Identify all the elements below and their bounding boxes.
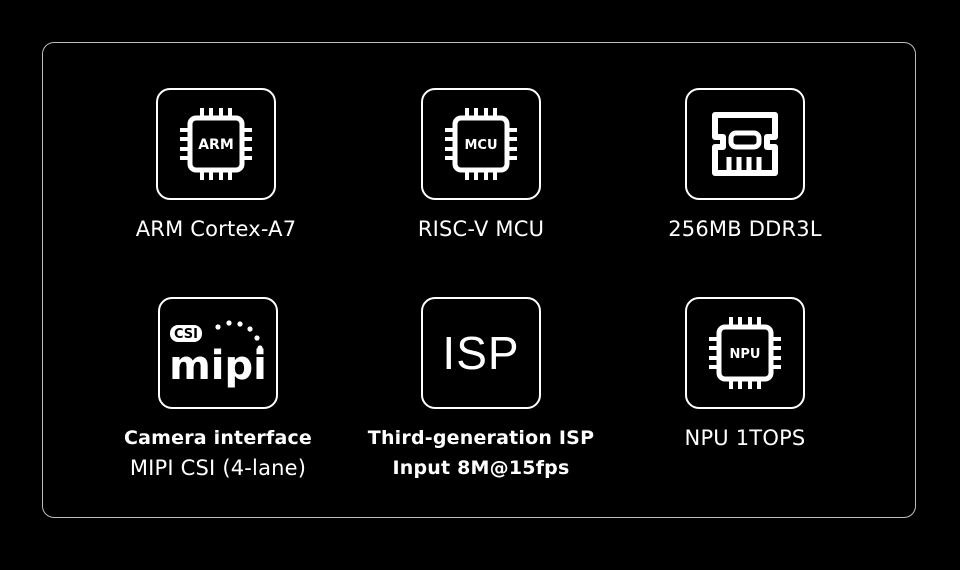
feature-isp: ISP Third-generation ISP Input 8M@15fps (351, 297, 611, 483)
chip-label: MCU (464, 138, 497, 153)
feature-caption: 256MB DDR3L (615, 214, 875, 244)
feature-caption: Third-generation ISP Input 8M@15fps (351, 423, 611, 483)
feature-arm: ARM ARM Cortex-A7 (86, 88, 346, 244)
feature-caption: NPU 1TOPS (615, 423, 875, 453)
feature-mipi: CSI mipi Camera interface MIPI CSI (4-la… (88, 297, 348, 483)
mipi-tile: CSI mipi (158, 297, 278, 409)
chip-label: NPU (730, 347, 761, 362)
ddr-tile (685, 88, 805, 200)
features-panel (42, 42, 916, 518)
caption-line: RISC-V MCU (417, 217, 545, 241)
mipi-logo-icon: CSI mipi (169, 320, 267, 389)
isp-icon: ISP (442, 327, 520, 379)
caption-line-bold: Third-generation ISP (367, 427, 595, 449)
feature-caption: ARM Cortex-A7 (86, 214, 346, 244)
mipi-wordmark: mipi (169, 343, 267, 389)
feature-caption: Camera interface MIPI CSI (4-lane) (88, 423, 348, 483)
caption-line: NPU 1TOPS (684, 426, 806, 450)
caption-line-bold: Camera interface (123, 427, 313, 449)
mcu-chip-icon: MCU (445, 108, 517, 180)
feature-mcu: MCU RISC-V MCU (351, 88, 611, 244)
npu-chip-icon: NPU (709, 317, 781, 389)
caption-line: MIPI CSI (4-lane) (129, 456, 307, 480)
caption-line: ARM Cortex-A7 (135, 217, 297, 241)
feature-caption: RISC-V MCU (351, 214, 611, 244)
feature-npu: NPU NPU 1TOPS (615, 297, 875, 453)
caption-line-bold: Input 8M@15fps (392, 457, 570, 479)
arm-chip-tile: ARM (156, 88, 276, 200)
feature-ddr: 256MB DDR3L (615, 88, 875, 244)
chip-label: ARM (198, 137, 234, 153)
memory-chip-icon (712, 112, 778, 176)
caption-line: 256MB DDR3L (668, 217, 822, 241)
npu-chip-tile: NPU (685, 297, 805, 409)
csi-badge-label: CSI (174, 327, 198, 342)
cpu-chip-icon: ARM (180, 108, 252, 180)
isp-tile: ISP (421, 297, 541, 409)
mcu-chip-tile: MCU (421, 88, 541, 200)
